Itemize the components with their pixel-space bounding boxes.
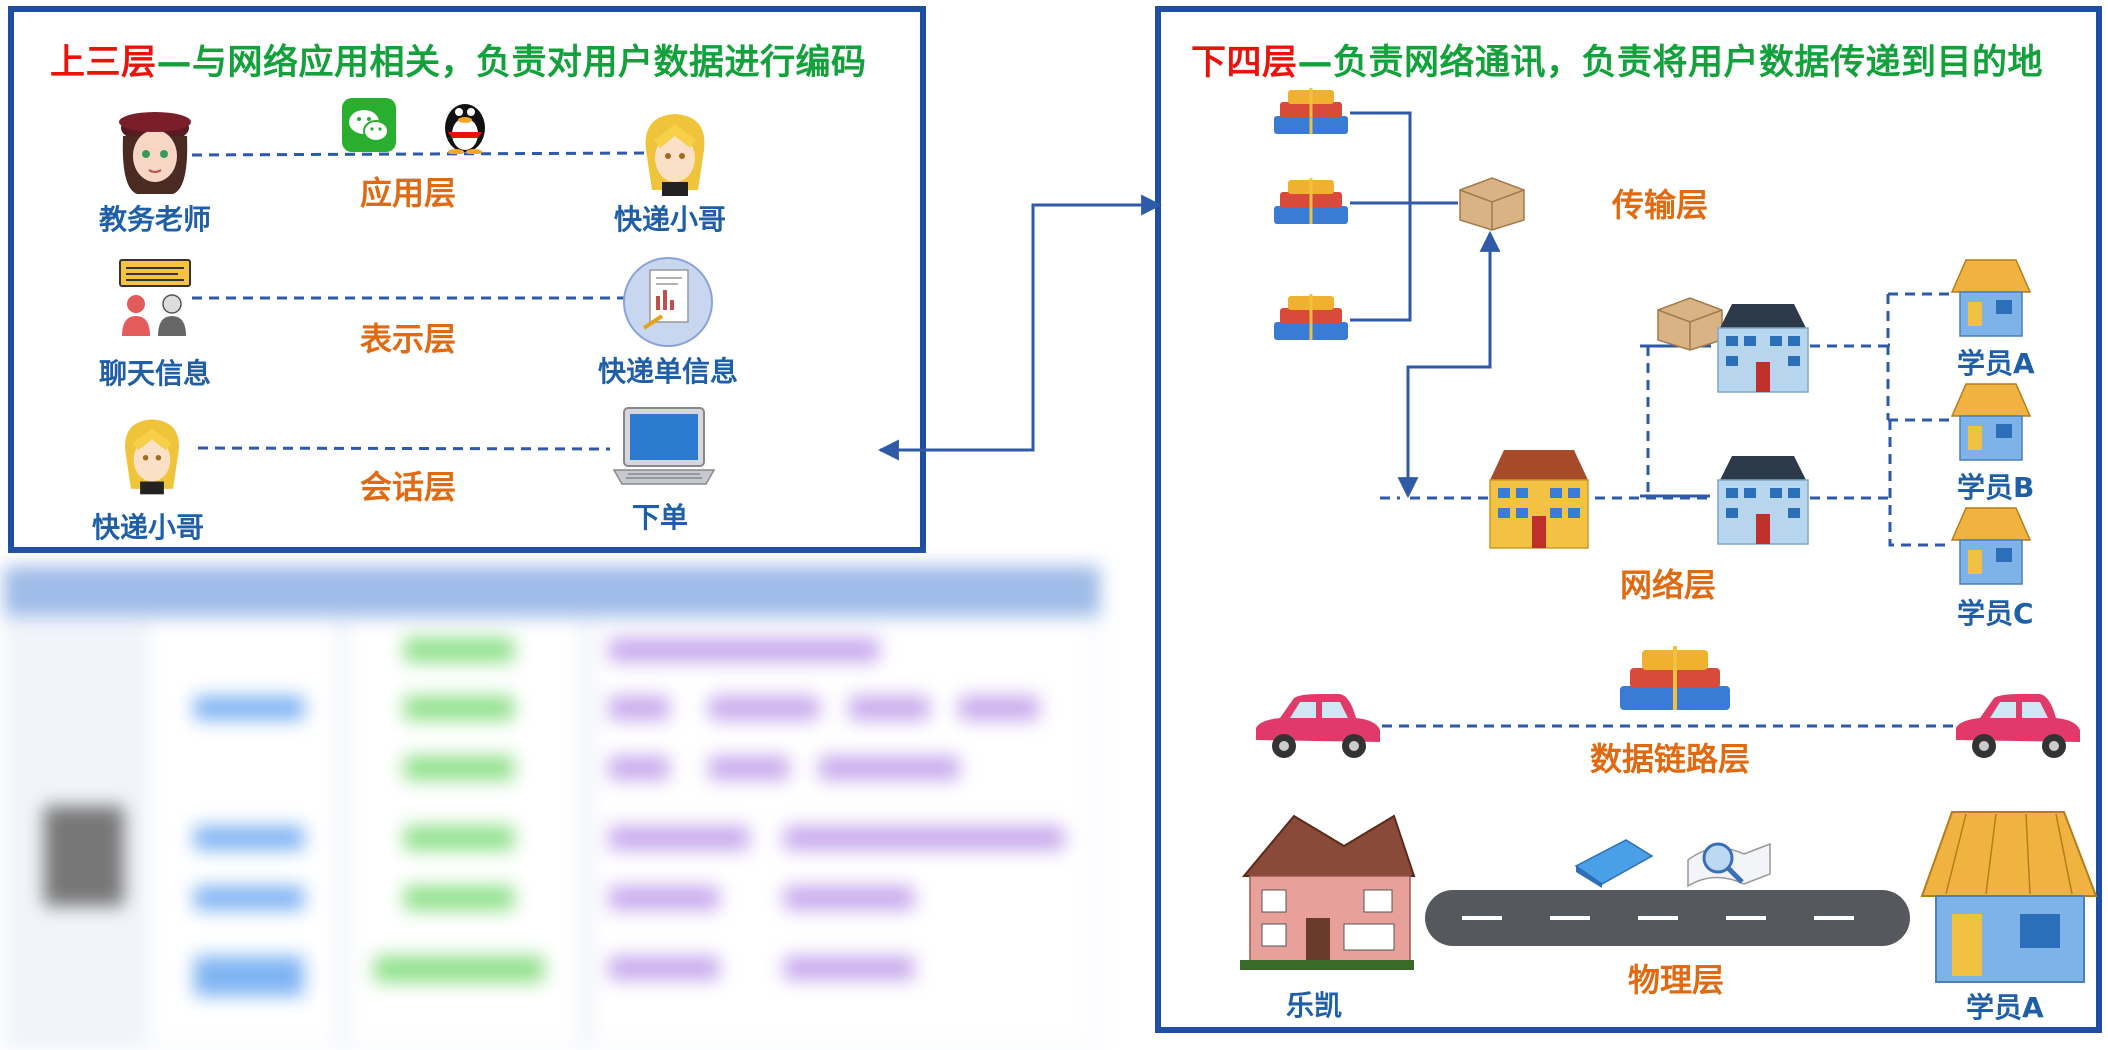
chat-message-icon <box>119 259 191 336</box>
lower-layers-title: 下四层—负责网络通讯，负责将用户数据传递到目的地 <box>1191 43 2044 83</box>
delivery-slip-icon <box>623 257 713 347</box>
teacher-avatar-icon <box>119 112 191 194</box>
physical-layer-label: 物理层 <box>1628 961 1725 999</box>
receiver-label: 学员A <box>1966 991 2044 1024</box>
qq-penguin-icon <box>445 104 485 154</box>
magnifier-book-icon <box>1687 842 1771 888</box>
books-icon-2 <box>1274 178 1348 224</box>
courier-avatar-icon <box>645 114 705 196</box>
teacher-label: 教务老师 <box>99 203 212 236</box>
books-icon-1 <box>1274 88 1348 134</box>
student-house-icon-c <box>1950 507 2032 585</box>
datalink-layer-label: 数据链路层 <box>1590 740 1751 778</box>
application-layer-label: 应用层 <box>360 174 457 212</box>
sender-label: 乐凯 <box>1286 989 1343 1022</box>
courier-avatar-icon-2 <box>125 419 179 495</box>
car-icon-left <box>1256 694 1380 758</box>
transport-layer-label: 传输层 <box>1612 186 1709 224</box>
router-building-icon-2 <box>1717 456 1809 545</box>
courier-label-2: 快递小哥 <box>92 511 205 544</box>
order-label: 下单 <box>632 501 689 534</box>
student-b-label: 学员B <box>1957 471 2035 504</box>
data-frame-books-icon <box>1620 646 1730 710</box>
car-icon-right <box>1956 694 2080 758</box>
presentation-layer-label: 表示层 <box>360 320 457 358</box>
school-building-icon <box>1489 450 1589 549</box>
student-c-label: 学员C <box>1957 597 2034 630</box>
receiver-house-icon <box>1920 811 2098 983</box>
router-building-icon-1 <box>1717 304 1809 393</box>
blurred-table <box>4 566 1100 1050</box>
package-icon <box>1459 177 1525 231</box>
upper-layers-title: 上三层—与网络应用相关，负责对用户数据进行编码 <box>50 43 867 83</box>
sender-house-icon <box>1240 814 1416 970</box>
chat-info-label: 聊天信息 <box>99 357 212 390</box>
student-a-label: 学员A <box>1957 347 2035 380</box>
laptop-icon <box>612 407 716 485</box>
session-layer-label: 会话层 <box>360 468 457 506</box>
student-house-icon-a <box>1950 259 2032 337</box>
wechat-icon <box>342 98 396 152</box>
student-house-icon-b <box>1950 383 2032 461</box>
network-layer-label: 网络层 <box>1620 566 1717 604</box>
book-icon <box>1574 839 1654 888</box>
books-icon-3 <box>1274 294 1348 340</box>
courier-label: 快递小哥 <box>614 203 727 236</box>
delivery-info-label: 快递单信息 <box>598 355 739 388</box>
